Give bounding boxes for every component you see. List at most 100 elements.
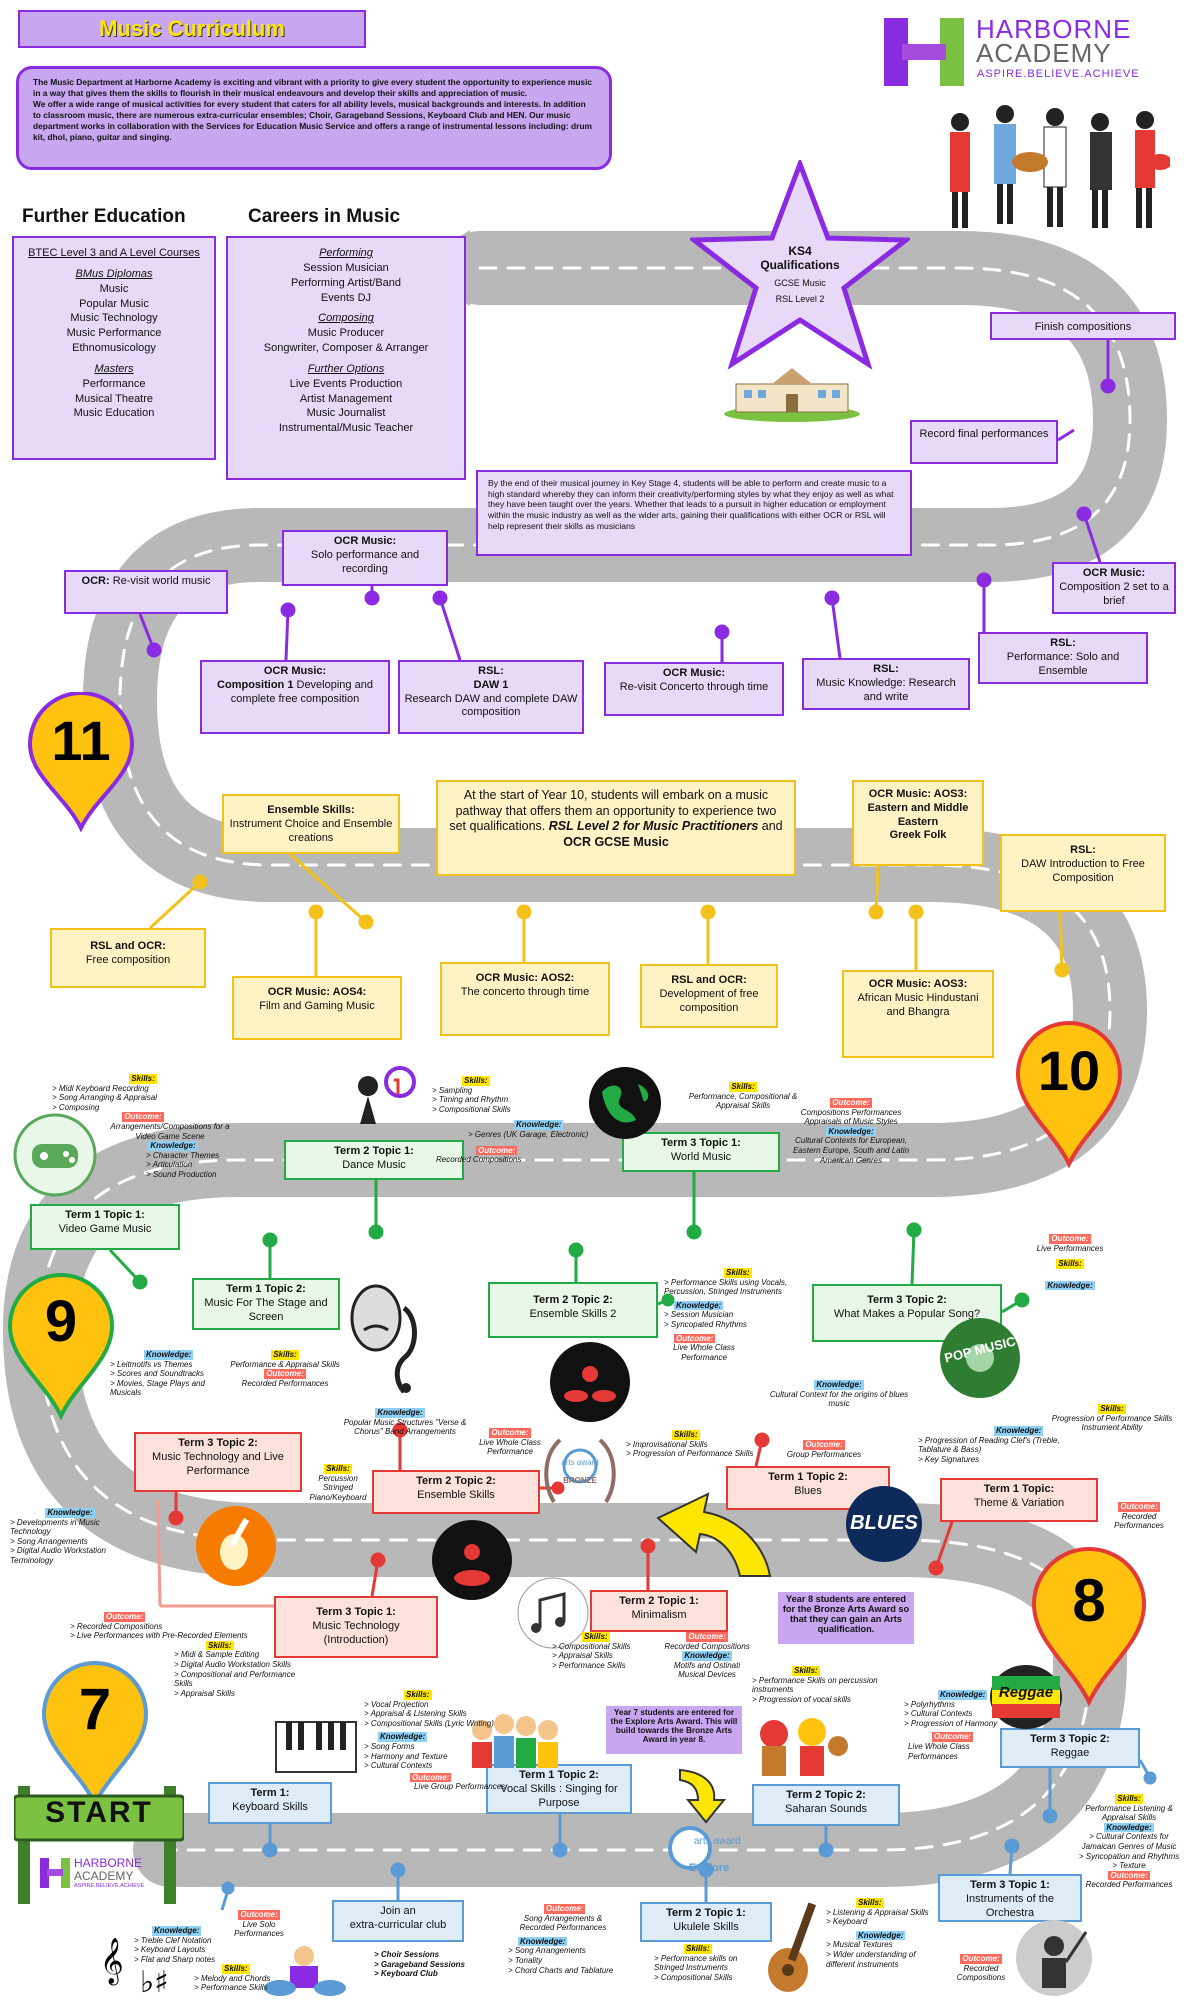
y8-t2t1-title: Term 2 Topic 1: — [619, 1595, 699, 1607]
y11-record-text: Record final performances — [919, 428, 1049, 440]
y8-t3t1-title: Term 3 Topic 1: — [316, 1606, 396, 1618]
y9-term3-topic1: Term 3 Topic 1:World Music — [622, 1132, 780, 1172]
knowledge-label: Knowledge: — [144, 1350, 194, 1360]
skills-label: Skills: — [684, 1944, 712, 1954]
y7-ukulele-skills-notes: Skills: > Performance skills on Stringed… — [654, 1944, 764, 1982]
y11-ocr-solo: OCR Music:Solo performance and recording — [282, 530, 448, 586]
knowledge-label: Knowledge: — [518, 1936, 568, 1947]
outcome-label: Outcome: — [1108, 1870, 1150, 1881]
y11-comp1-sub: Composition 1 — [217, 678, 294, 691]
careers-line: Performing — [319, 247, 373, 259]
year-7-pin-icon — [41, 1661, 149, 1808]
note-text: > Session Musician > Syncopated Rhythms — [664, 1310, 747, 1329]
drummer-girl-icon — [264, 1946, 346, 1996]
y10-aos3b-title: OCR Music: AOS3: — [868, 978, 968, 990]
outcome-label: Outcome: — [830, 1098, 872, 1108]
careers-line: Music Producer — [307, 327, 385, 340]
dance-music-icon — [358, 1066, 416, 1124]
y7-t1t2-desc: Vocal Skills : Singing for Purpose — [500, 1782, 618, 1809]
y8-bronze-note-text: Year 8 students are entered for the Bron… — [782, 1594, 910, 1634]
y11-summary-text: By the end of their musical journey in K… — [488, 478, 894, 531]
piano-hands-icon — [275, 1721, 357, 1773]
knowledge-label: Knowledge: — [938, 1690, 988, 1700]
note-text: > Developments in Music Technology > Son… — [10, 1517, 106, 1565]
logo-tagline: ASPIRE.BELIEVE.ACHIEVE — [977, 68, 1140, 80]
outcome-label: Outcome: — [686, 1632, 728, 1642]
y7-t2t1-title: Term 2 Topic 1: — [666, 1907, 746, 1919]
academy-logo: HARBORNE ACADEMY ASPIRE.BELIEVE.ACHIEVE — [884, 14, 1174, 86]
y8-term1-topic2: Term 1 Topic 2:Blues — [726, 1466, 890, 1510]
fe-line: Masters — [94, 362, 134, 375]
y9-t2t2-desc: Ensemble Skills 2 — [529, 1307, 617, 1320]
y9-t3t2-title: Term 3 Topic 2: — [867, 1294, 947, 1306]
start-logo: HARBORNE ACADEMY ASPIRE.BELIEVE.ACHIEVE — [40, 1856, 160, 1896]
y8-term1-topic: Term 1 Topic:Theme & Variation — [940, 1478, 1098, 1522]
y10-aos3a-desc: Greek Folk — [889, 829, 947, 842]
y10-aos2-title: OCR Music: AOS2: — [475, 972, 575, 984]
arts-award-explore-icon — [668, 1826, 712, 1870]
outcome-label: Outcome: — [803, 1440, 845, 1450]
explore-label: Explore — [688, 1862, 730, 1874]
note-text: Arrangements/Compositions for a Video Ga… — [110, 1121, 230, 1141]
y9-t2t2-title: Term 2 Topic 2: — [533, 1294, 613, 1306]
year-8-pin-icon — [1031, 1547, 1147, 1706]
knowledge-label: Knowledge: — [514, 1120, 564, 1130]
y7-term3-topic2: Term 3 Topic 2:Reggae — [1000, 1728, 1140, 1768]
logo-line-1: HARBORNE — [976, 14, 1132, 44]
year-11-label: 11 — [51, 709, 111, 772]
year-8-label: 8 — [1072, 1567, 1106, 1634]
y10-summary-2: RSL Level 2 for Music Practitioners — [548, 819, 759, 834]
note-text: > Compositional Skills > Appraisal Skill… — [552, 1641, 631, 1670]
blues-icon — [846, 1486, 922, 1562]
outcome-label: Outcome: — [476, 1145, 518, 1156]
note-text: > Midi Keyboard Recording > Song Arrangi… — [52, 1083, 158, 1112]
y7-extra-title: Join an — [380, 1905, 416, 1917]
note-text: Recorded Compositions — [664, 1641, 750, 1651]
skills-label: Skills: — [222, 1964, 250, 1974]
careers-heading: Careers in Music — [248, 206, 401, 227]
y10-ensemble-desc: Instrument Choice and Ensemble creations — [229, 817, 393, 844]
y10-dev-title: RSL and OCR: — [671, 974, 747, 986]
page-title: Music Curriculum — [18, 10, 366, 48]
y8-term2-topic2: Term 2 Topic 2:Ensemble Skills — [372, 1470, 540, 1514]
y7-ukulele-notes: Outcome: Song Arrangements & Recorded Pe… — [508, 1904, 658, 1975]
y10-aos3a-title: OCR Music: AOS3: Eastern and Middle East… — [867, 788, 969, 828]
y11-world-title: OCR: — [81, 575, 110, 587]
y7-t3t2-title: Term 3 Topic 2: — [1030, 1733, 1110, 1745]
y9-dance-notes: Skills: > Sampling > Timing and Rhythm >… — [428, 1076, 618, 1165]
y9-t1t1-desc: Video Game Music — [58, 1222, 152, 1235]
explore-arrow-icon — [679, 1768, 727, 1824]
school-building-icon — [724, 368, 860, 422]
note-text: > Performance Skills using Vocals, Percu… — [664, 1277, 788, 1297]
y9-ensemble2-notes: Skills: > Performance Skills using Vocal… — [664, 1268, 814, 1362]
skills-label: Skills: — [1098, 1404, 1126, 1414]
outcome-label: Outcome: — [674, 1333, 716, 1344]
y7-term3-topic1: Term 3 Topic 1:Instruments of the Orches… — [938, 1874, 1082, 1922]
fe-line: Musical Theatre — [74, 392, 154, 405]
y9-t1t1-title: Term 1 Topic 1: — [65, 1209, 145, 1221]
y10-aos3-eastern: OCR Music: AOS3: Eastern and Middle East… — [852, 780, 984, 866]
drummer-icon — [550, 1342, 630, 1422]
y11-ocr-composition-1: OCR Music:Composition 1 Developing and c… — [200, 660, 390, 734]
note-text: Compositions Performances Appraisals of … — [800, 1107, 902, 1127]
fe-line: BTEC Level 3 and A Level Courses — [28, 247, 200, 259]
note-text: Live Whole Class Performances — [908, 1741, 970, 1761]
y8-minimalism-notes: Skills: > Compositional Skills > Apprais… — [552, 1632, 752, 1679]
note-text: > Song Arrangements > Tonality > Chord C… — [508, 1946, 614, 1975]
y10-rsl-ocr-free: RSL and OCR:Free composition — [50, 928, 206, 988]
fe-line: Music Performance — [66, 327, 162, 340]
y8-ensemble-notes: Knowledge: Popular Music Structures "Ver… — [340, 1408, 560, 1456]
knowledge-label: Knowledge: — [826, 1126, 876, 1137]
y8-t3t2-desc: Music Technology and Live Performance — [152, 1450, 284, 1477]
y10-summary-4: OCR GCSE Music — [563, 834, 669, 849]
bronze-label: BRONZE — [563, 1476, 597, 1485]
year-10-pin-icon — [1015, 1021, 1123, 1168]
y11-comp2-title: OCR Music: — [1082, 567, 1146, 579]
note-text: > Melody and Chords > Performance Skills — [194, 1973, 271, 1993]
saharan-icon — [760, 1718, 848, 1776]
careers-line: Session Musician — [303, 261, 389, 274]
skills-label: Skills: — [856, 1898, 884, 1908]
y9-video-game-notes: Skills: > Midi Keyboard Recording > Song… — [48, 1074, 238, 1180]
